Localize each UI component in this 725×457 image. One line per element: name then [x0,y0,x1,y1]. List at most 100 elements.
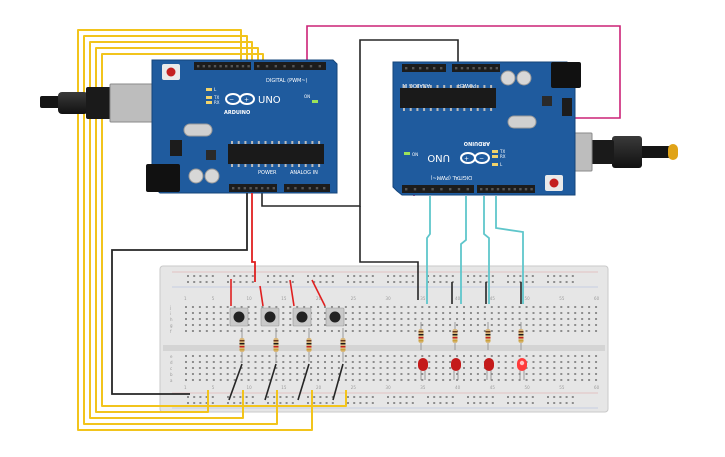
column-number: 55 [559,385,565,390]
resistor [239,328,245,362]
regulator-left [206,150,216,160]
led-tx-right [492,150,498,153]
resistor [518,322,524,350]
arduino-uno-right: ANALOG IN POWER + − UNO ARDUINO TX RX L … [392,61,678,196]
column-number: 15 [281,296,287,301]
svg-text:+: + [464,156,469,163]
led-on-left [312,100,318,103]
power-jack-right [551,62,581,88]
resistor [306,328,312,362]
arduino-logo-left: − + [225,93,255,105]
icsp-header-left [170,140,182,156]
label-tx-right: TX [499,149,505,154]
column-number: 15 [281,385,287,390]
power-header-left [229,184,277,192]
label-rx-left: RX [214,100,220,105]
column-number: 1 [184,385,187,390]
digital-header-a-left [194,62,251,70]
led-lit [517,358,527,380]
label-l-left: L [214,87,217,92]
capacitor-b-right [516,70,532,86]
resistor [418,322,424,350]
usb-plug-left [58,92,88,114]
led [451,358,461,380]
pushbutton[interactable] [229,307,249,327]
icsp-header-right [562,98,572,116]
resistors [239,322,524,362]
pushbutton[interactable] [292,307,312,327]
column-number: 10 [247,385,253,390]
red-wire-5v [251,193,256,282]
cyan-wire [426,196,431,304]
capacitor-b-left [204,168,220,184]
pushbutton[interactable] [260,307,280,327]
resistor [452,322,458,350]
jumper-wires [228,279,522,401]
column-number: 25 [351,296,357,301]
svg-text:−: − [479,156,484,163]
black-jumper [228,363,243,401]
led [484,358,494,380]
column-number: 30 [386,296,392,301]
red-jumper [311,279,326,307]
resistor [485,322,491,350]
yellow-wire [101,53,347,407]
column-number: 20 [316,296,322,301]
usb-plug-right [612,136,642,168]
arduino-logo-right: + − [460,152,490,164]
row-letter: g [170,323,173,328]
analog-label-left: ANALOG IN [290,170,318,176]
row-letter: j [169,305,171,310]
column-number: 20 [316,385,322,390]
resistor [273,328,279,362]
breadboard-center-channel [163,345,605,351]
regulator-right [542,96,552,106]
model-label-right: UNO [427,152,450,163]
black-jumper [297,363,310,401]
row-letter: d [170,360,173,365]
power-label-right: POWER [457,82,476,88]
red-jumper [289,279,295,307]
led-rx-left [206,101,212,104]
column-number: 40 [455,385,461,390]
column-number: 50 [525,296,531,301]
column-number: 30 [386,385,392,390]
led-on-right [404,152,410,155]
crystal-left [183,123,213,137]
reset-button-cap-right[interactable] [549,178,559,188]
yellow-signal-wires [77,29,347,431]
cyan-wire [495,196,524,304]
column-number: 60 [594,385,600,390]
usb-cable-right [640,146,670,158]
label-on-left: ON [304,94,310,99]
pushbutton[interactable] [325,307,345,327]
row-letter: h [170,317,173,322]
column-number: 55 [559,296,565,301]
column-number: 40 [455,296,461,301]
digital-label-left: DIGITAL (PWM~) [266,78,308,84]
column-number: 35 [420,296,426,301]
crystal-right [507,115,537,129]
yellow-wire [95,47,259,413]
cyan-wire [460,196,467,304]
digital-label-right: DIGITAL (PWM~) [430,174,472,180]
black-wire-gnd-link [261,39,459,207]
label-l-right: L [500,162,503,167]
usb-port-left [109,83,155,123]
breadboard-labels: jihgfedcba115510101515202025253030353540… [169,296,600,390]
label-rx-right: RX [500,154,506,159]
column-number: 5 [212,385,215,390]
label-tx-left: TX [213,95,219,100]
usb-cable-left [40,96,60,108]
analog-label-right: ANALOG IN [402,82,430,88]
led-rx-right [492,155,498,158]
digital-header-b-right [477,185,535,193]
usb-plug-body-left [86,87,112,119]
black-jumper [264,363,277,401]
svg-text:−: − [229,97,234,104]
row-letter: i [170,311,171,316]
column-number: 50 [525,385,531,390]
reset-button-cap-left[interactable] [166,67,176,77]
red-jumper [259,285,264,307]
